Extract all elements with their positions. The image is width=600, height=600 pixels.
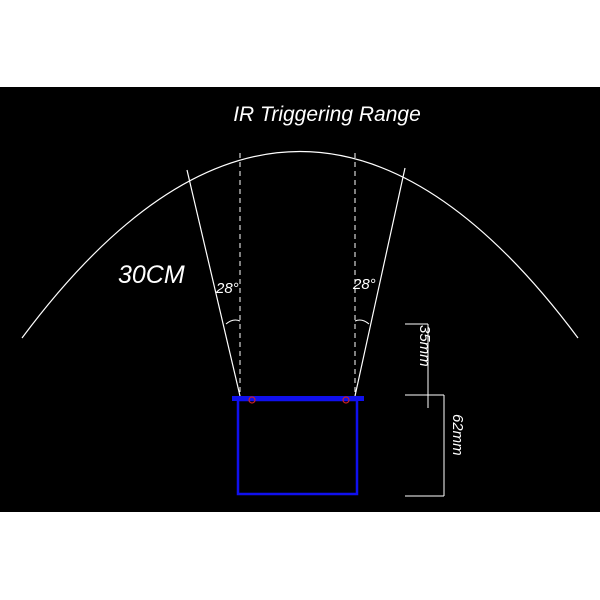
upper-dimension-label: 35mm xyxy=(416,325,433,367)
range-arc xyxy=(21,151,579,339)
right-angle-arc xyxy=(354,319,370,325)
range-label: 30CM xyxy=(118,261,185,289)
left-cone-line xyxy=(186,169,241,397)
right-cone-line xyxy=(354,167,406,397)
diagram-title: IR Triggering Range xyxy=(233,103,421,126)
diagram-panel xyxy=(0,87,600,512)
lower-dimension-label: 62mm xyxy=(449,414,466,456)
sensor-board-top-bar xyxy=(232,396,364,401)
left-angle-arc xyxy=(225,319,241,325)
right-angle-label: 28° xyxy=(352,276,376,293)
right-sensor xyxy=(342,396,350,404)
left-sensor xyxy=(248,396,256,404)
left-angle-label: 28° xyxy=(215,280,239,297)
